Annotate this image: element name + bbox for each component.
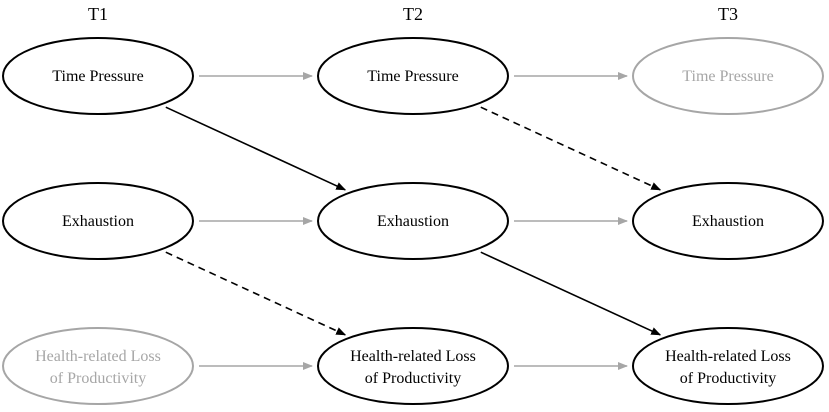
arrow-ex2-to-hl3 xyxy=(480,251,662,336)
column-label-t1: T1 xyxy=(88,4,108,24)
node-label: Exhaustion xyxy=(62,213,134,230)
node-exhaustion-t2: Exhaustion xyxy=(317,182,509,260)
node-time-pressure-t2: Time Pressure xyxy=(317,37,509,115)
node-time-pressure-t3: Time Pressure xyxy=(632,37,824,115)
arrow-ex1-to-hl2 xyxy=(165,251,347,336)
node-exhaustion-t1: Exhaustion xyxy=(2,182,194,260)
node-label-line-1: Health-related Loss xyxy=(35,348,161,365)
node-label: Exhaustion xyxy=(692,213,764,230)
node-label-line-2: of Productivity xyxy=(680,370,776,387)
node-label-line-2: of Productivity xyxy=(365,370,461,387)
node-health-loss-t1: Health-related Loss of Productivity xyxy=(2,327,194,405)
node-label-line-2: of Productivity xyxy=(50,370,146,387)
column-label-t2: T2 xyxy=(403,4,423,24)
node-time-pressure-t1: Time Pressure xyxy=(2,37,194,115)
node-health-loss-t3: Health-related Loss of Productivity xyxy=(632,327,824,405)
node-exhaustion-t3: Exhaustion xyxy=(632,182,824,260)
node-label: Time Pressure xyxy=(52,68,143,85)
node-label-line-1: Health-related Loss xyxy=(350,348,476,365)
column-label-t3: T3 xyxy=(718,4,738,24)
node-label: Exhaustion xyxy=(377,213,449,230)
arrow-tp2-to-ex3 xyxy=(480,106,662,191)
node-label-line-1: Health-related Loss xyxy=(665,348,791,365)
edges xyxy=(165,72,662,370)
node-label: Time Pressure xyxy=(682,68,773,85)
arrow-tp1-to-ex2 xyxy=(165,106,347,191)
node-label: Time Pressure xyxy=(367,68,458,85)
node-health-loss-t2: Health-related Loss of Productivity xyxy=(317,327,509,405)
